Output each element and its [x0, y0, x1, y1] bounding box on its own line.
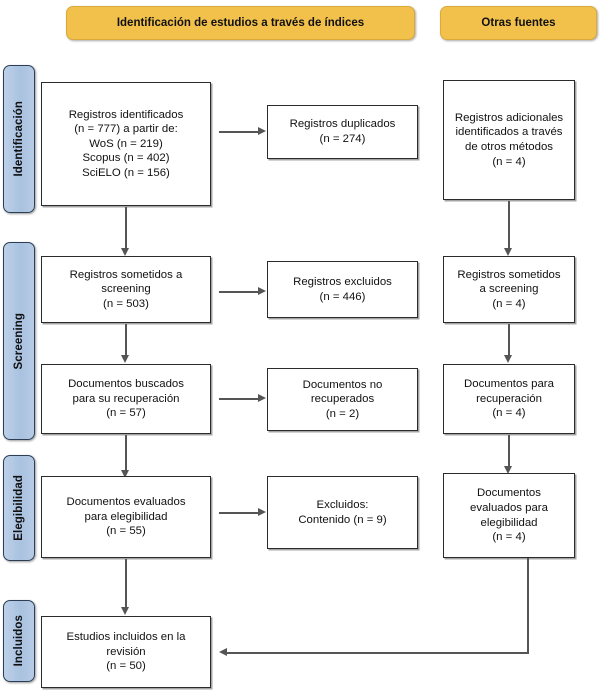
stage-label-elegibilidad: Elegibilidad — [3, 455, 35, 561]
node-text: Documentos no recuperados (n = 2) — [302, 378, 383, 420]
stage-label-incluidos: Incluidos — [3, 600, 35, 682]
connector-adicionales-to-screening-otras — [508, 201, 510, 249]
arrowhead-icon — [258, 127, 266, 135]
node-registros-sometidos-screening-otras: Registros sometidos a screening (n = 4) — [443, 256, 575, 323]
connector-buscados-to-evaluados — [125, 435, 127, 471]
node-registros-sometidos-screening: Registros sometidos a screening (n = 503… — [41, 256, 211, 323]
node-registros-excluidos: Registros excluidos (n = 446) — [267, 261, 418, 318]
arrowhead-icon — [258, 508, 266, 516]
arrowhead-icon — [504, 355, 512, 363]
node-text: Estudios incluidos en la revisión (n = 5… — [66, 631, 186, 673]
banner-otras-fuentes: Otras fuentes — [440, 6, 597, 40]
node-text: Documentos evaluados para elegibilidad (… — [66, 496, 186, 538]
stage-label-text: Screening — [13, 312, 25, 370]
arrowhead-icon — [258, 287, 266, 295]
connector-elbow-vertical-evaluados-otras — [527, 558, 529, 653]
stage-label-identificacion: Identificación — [3, 65, 35, 213]
connector-screening-to-excluidos — [219, 291, 259, 293]
node-text: Registros adicionales identificados a tr… — [454, 111, 564, 168]
connector-buscados-to-no-recuperados — [219, 398, 259, 400]
node-documentos-para-recuperacion: Documentos para recuperación (n = 4) — [443, 364, 575, 434]
node-text: Registros sometidos a screening (n = 4) — [457, 268, 561, 310]
connector-identificados-to-duplicados — [219, 131, 259, 133]
node-text: Excluidos: Contenido (n = 9) — [298, 498, 387, 526]
stage-label-text: Elegibilidad — [13, 475, 25, 541]
connector-elbow-horizontal-to-incluidos — [227, 652, 529, 654]
node-text: Documentos para recuperación (n = 4) — [464, 378, 554, 420]
arrowhead-icon — [219, 648, 227, 656]
banner-label: Identificación de estudios a través de í… — [116, 17, 365, 29]
node-registros-adicionales: Registros adicionales identificados a tr… — [443, 80, 575, 200]
node-documentos-evaluados-elegibilidad-otras: Documentos evaluados para elegibilidad (… — [443, 473, 575, 558]
stage-label-text: Identificación — [13, 101, 25, 177]
connector-evaluados-to-incluidos — [125, 559, 127, 608]
node-documentos-buscados: Documentos buscados para su recuperación… — [41, 364, 211, 434]
node-text: Documentos buscados para su recuperación… — [68, 378, 184, 420]
connector-screening-otras-to-recuperacion — [508, 324, 510, 356]
node-text: Registros excluidos (n = 446) — [293, 275, 392, 303]
connector-recuperacion-to-evaluados-otras — [508, 435, 510, 467]
node-excluidos-contenido: Excluidos: Contenido (n = 9) — [267, 476, 418, 549]
node-documentos-no-recuperados: Documentos no recuperados (n = 2) — [267, 368, 418, 431]
arrowhead-icon — [121, 355, 129, 363]
node-registros-identificados: Registros identificados (n = 777) a part… — [41, 82, 211, 206]
banner-label: Otras fuentes — [481, 17, 556, 29]
node-text: Registros identificados (n = 777) a part… — [68, 108, 184, 179]
connector-evaluados-to-excluidos-contenido — [219, 512, 259, 514]
node-text: Registros duplicados (n = 274) — [289, 118, 396, 145]
node-text: Registros sometidos a screening (n = 503… — [69, 268, 183, 310]
node-documentos-evaluados-elegibilidad: Documentos evaluados para elegibilidad (… — [41, 476, 211, 558]
connector-screening-to-buscados — [125, 324, 127, 356]
stage-label-screening: Screening — [3, 242, 35, 440]
arrowhead-icon — [121, 248, 129, 256]
arrowhead-icon — [258, 394, 266, 402]
arrowhead-icon — [504, 466, 512, 474]
node-estudios-incluidos: Estudios incluidos en la revisión (n = 5… — [41, 616, 211, 688]
arrowhead-icon — [121, 607, 129, 615]
stage-label-text: Incluidos — [13, 615, 25, 667]
connector-identificados-to-screening — [125, 207, 127, 249]
arrowhead-icon — [121, 470, 129, 478]
arrowhead-icon — [504, 248, 512, 256]
banner-identificacion-indices: Identificación de estudios a través de í… — [66, 6, 415, 40]
node-text: Documentos evaluados para elegibilidad (… — [470, 487, 548, 544]
node-registros-duplicados: Registros duplicados (n = 274) — [267, 105, 418, 159]
